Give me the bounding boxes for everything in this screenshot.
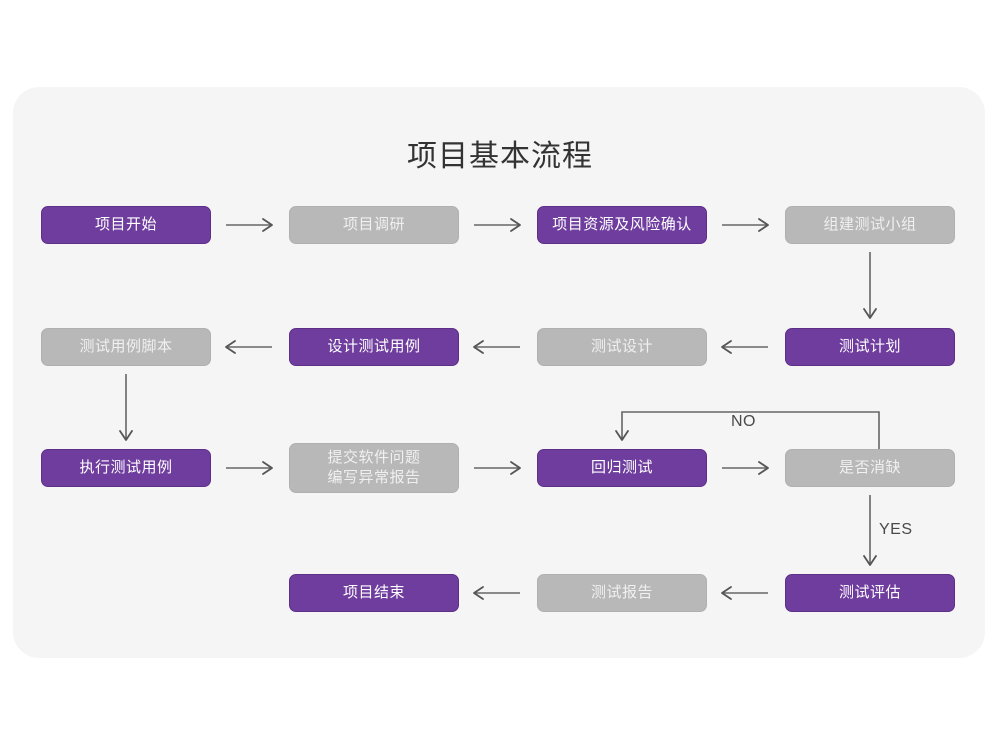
node-submit-defects-report[interactable]: 提交软件问题 编写异常报告 — [289, 443, 459, 493]
edge-label-no: NO — [731, 413, 756, 430]
node-test-design[interactable]: 测试设计 — [537, 328, 707, 366]
edge-label-yes: YES — [879, 521, 913, 538]
node-design-test-cases[interactable]: 设计测试用例 — [289, 328, 459, 366]
node-regression-test[interactable]: 回归测试 — [537, 449, 707, 487]
node-resource-risk-confirm[interactable]: 项目资源及风险确认 — [537, 206, 707, 244]
flowchart-card — [13, 87, 985, 658]
node-defects-cleared-decision[interactable]: 是否消缺 — [785, 449, 955, 487]
node-test-plan[interactable]: 测试计划 — [785, 328, 955, 366]
node-test-evaluation[interactable]: 测试评估 — [785, 574, 955, 612]
node-project-start[interactable]: 项目开始 — [41, 206, 211, 244]
node-execute-test-cases[interactable]: 执行测试用例 — [41, 449, 211, 487]
node-project-end[interactable]: 项目结束 — [289, 574, 459, 612]
node-form-test-team[interactable]: 组建测试小组 — [785, 206, 955, 244]
page-title: 项目基本流程 — [407, 140, 593, 173]
node-test-report[interactable]: 测试报告 — [537, 574, 707, 612]
node-project-research[interactable]: 项目调研 — [289, 206, 459, 244]
node-test-case-script[interactable]: 测试用例脚本 — [41, 328, 211, 366]
